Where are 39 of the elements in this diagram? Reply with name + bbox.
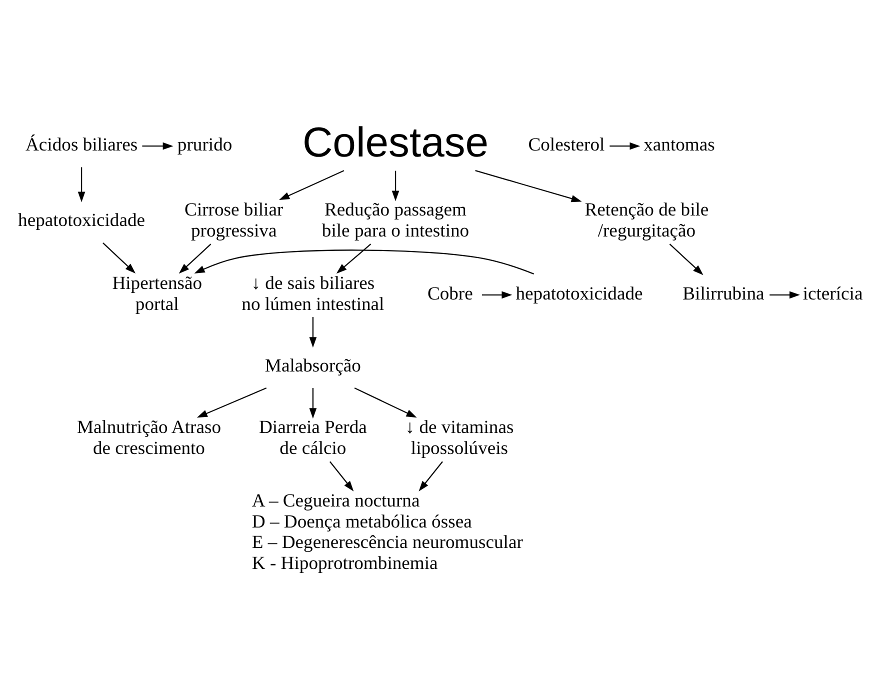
node-text: prurido <box>177 134 232 155</box>
arrow <box>418 460 443 491</box>
node-text: Malnutrição Atraso de crescimento <box>76 416 222 459</box>
arrow <box>354 386 417 418</box>
arrow <box>482 290 512 298</box>
node-text: Colestase <box>302 118 489 165</box>
node-text: hepatotoxicidade <box>18 210 146 231</box>
node-text: Colesterol <box>528 134 605 155</box>
arrow <box>142 142 174 150</box>
arrow <box>78 166 86 202</box>
node-text: Diarreia Perda de cálcio <box>259 416 367 459</box>
arrow <box>178 243 212 274</box>
node-text: Malabsorção <box>264 354 361 376</box>
node-text: icterícia <box>802 282 863 304</box>
arrow <box>196 386 267 418</box>
arrow <box>102 242 136 274</box>
node-text: hepatotoxicidade <box>516 282 643 304</box>
node-text: Bilirrubina <box>682 282 764 304</box>
node-text: Hipertensão portal <box>112 272 202 314</box>
node-text: ↓ de vitaminas lipossolúveis <box>405 416 514 459</box>
node-text: Redução passagem bile para o intestino <box>322 199 470 242</box>
node-text: xantomas <box>644 134 715 155</box>
arrow <box>475 169 582 202</box>
arrow <box>279 170 344 200</box>
node-text: Ácidos biliares <box>26 134 138 155</box>
arrow <box>610 142 640 150</box>
arrow <box>309 316 317 348</box>
node-text: ↓ de sais biliares no lúmen intestinal <box>242 272 384 314</box>
arrow <box>309 388 317 418</box>
node-text: Retenção de bile /regurgitação <box>584 199 709 242</box>
node-text: A – Cegueira nocturna D – Doença metabólica óssea E – Degenerescência neuromuscular K - Hipoprotrombinemia <box>252 490 523 574</box>
arrow <box>336 243 372 274</box>
arrow <box>194 249 534 274</box>
arrow <box>329 460 354 491</box>
arrow <box>770 290 800 298</box>
node-text: Cirrose biliar progressiva <box>184 199 284 242</box>
arrow <box>669 243 704 275</box>
arrow <box>392 170 400 201</box>
node-text: Cobre <box>427 282 473 304</box>
